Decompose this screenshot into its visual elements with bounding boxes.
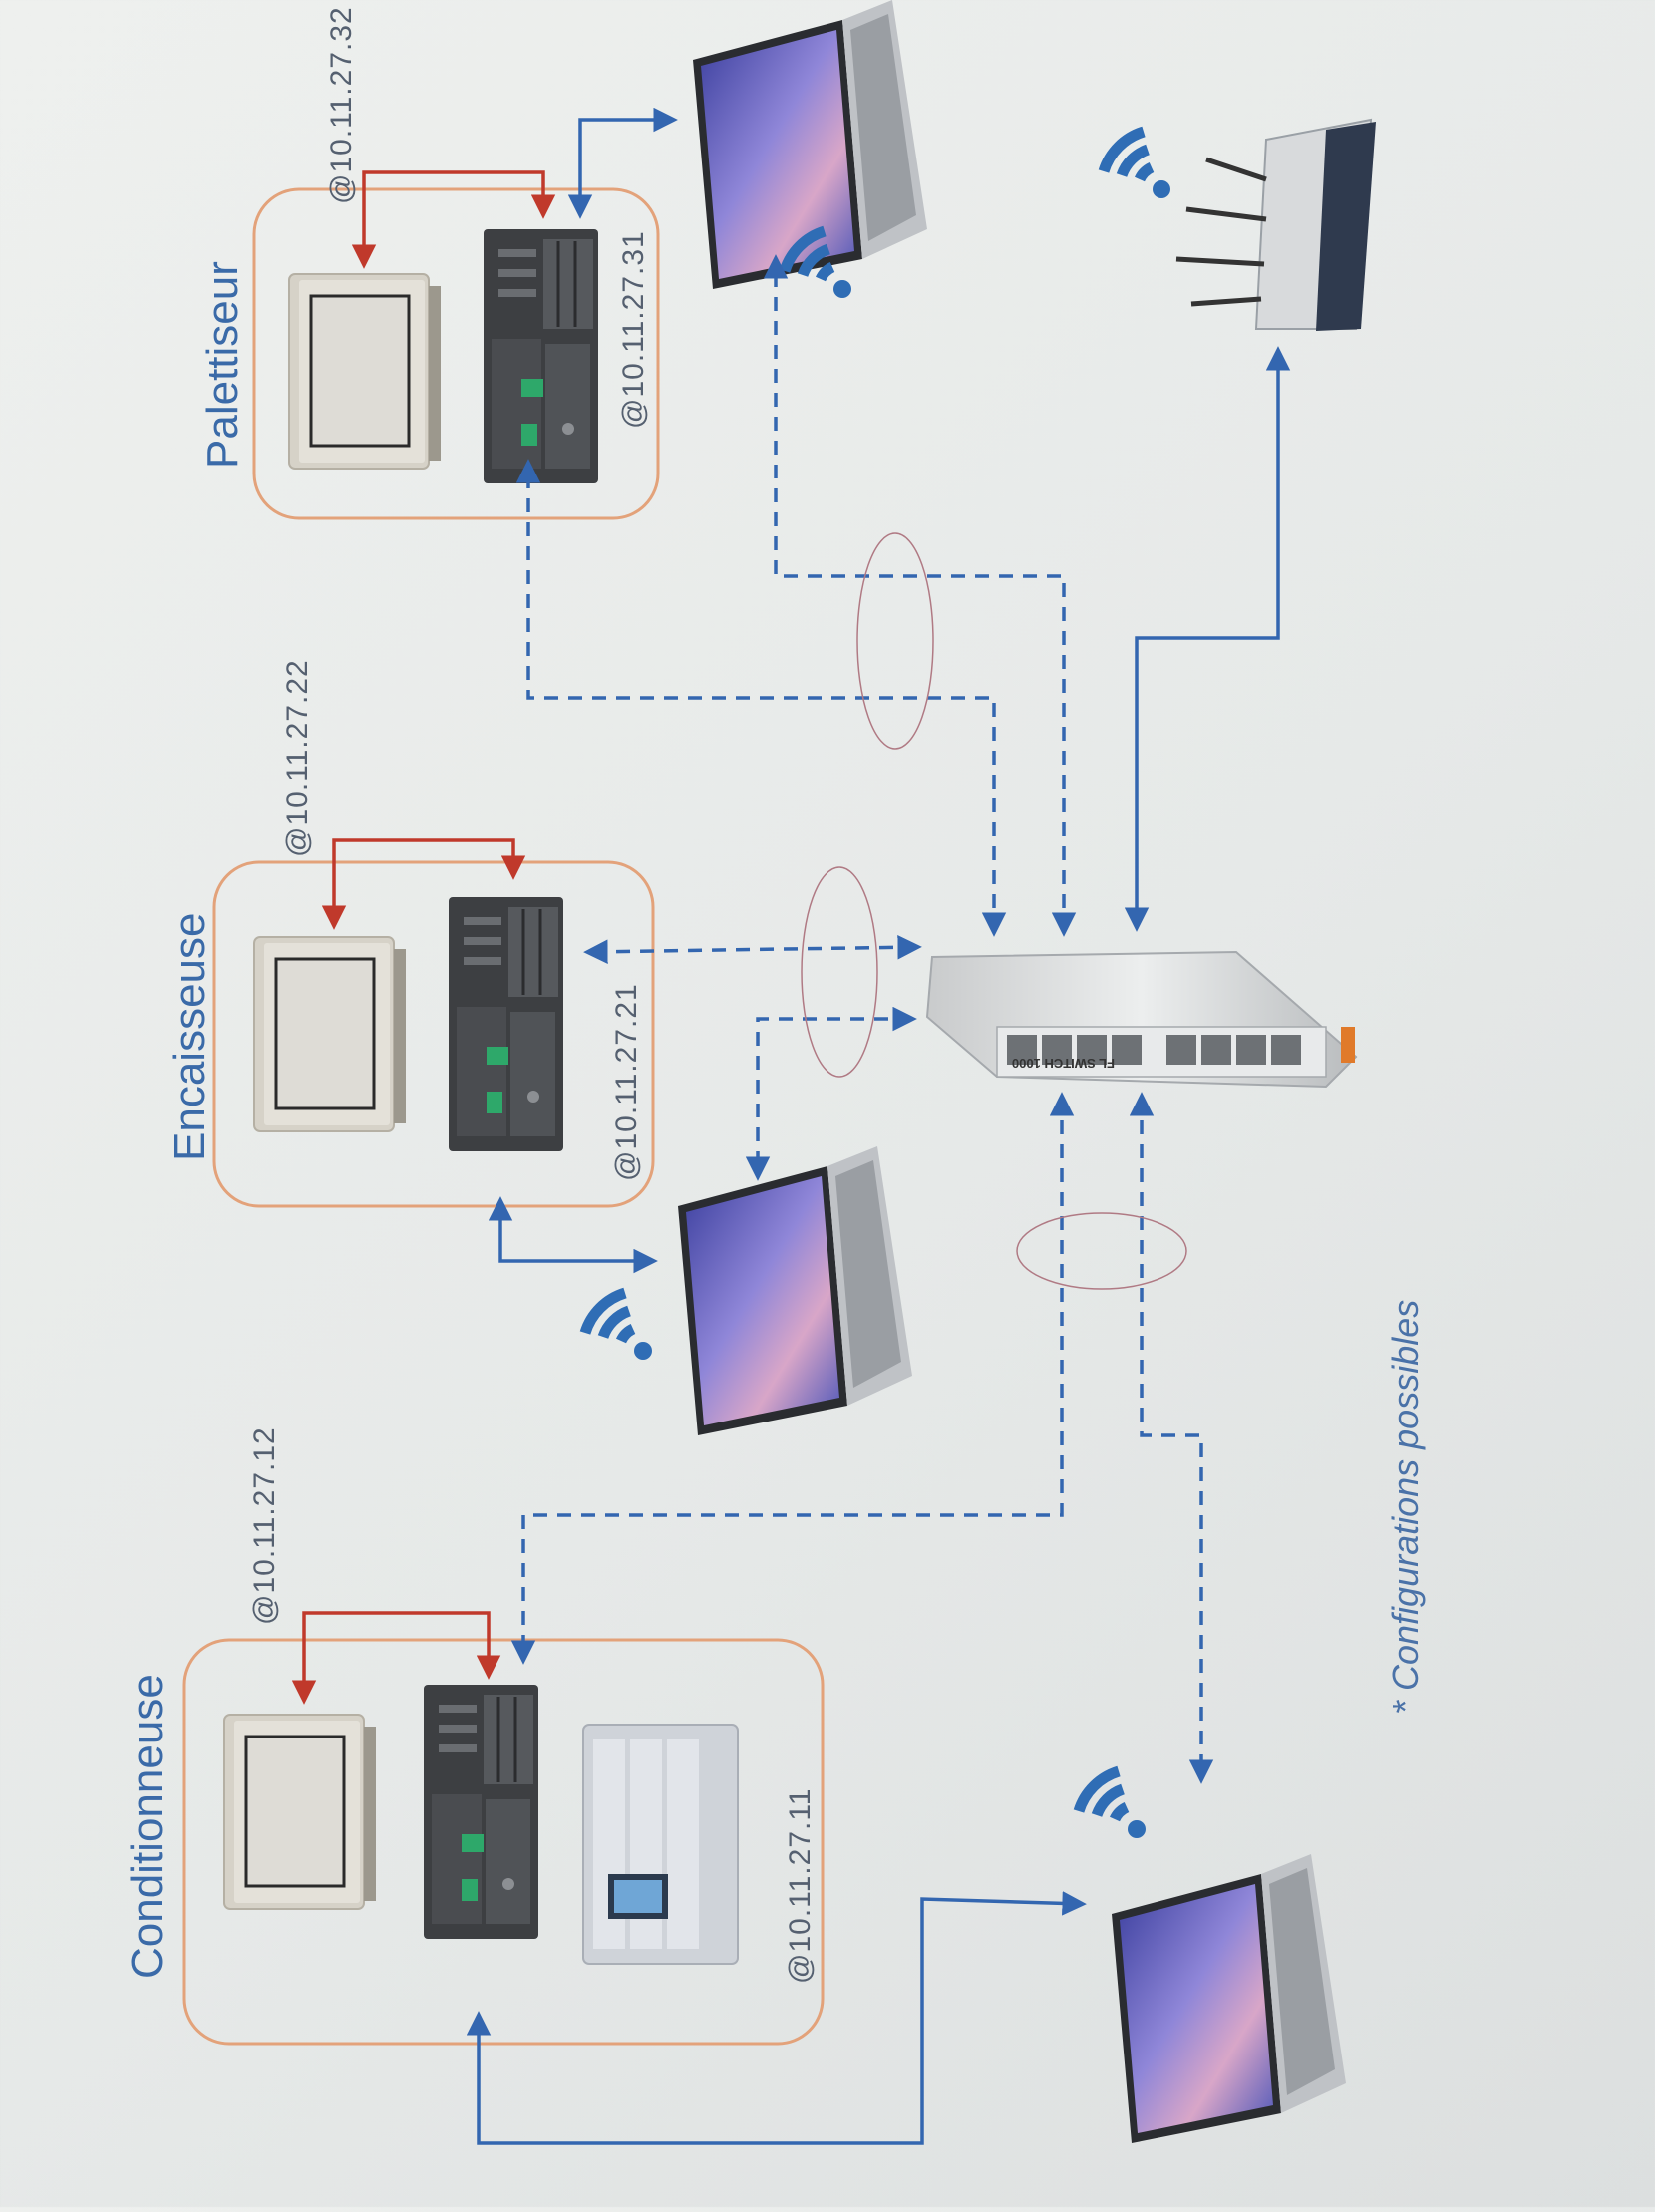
dashed-link-switch-laptop-encaisseuse — [745, 1006, 917, 1181]
station-title-palettiseur: Palettiseur — [198, 261, 247, 469]
station-frame-palettiseur — [252, 187, 660, 520]
hmi-plc-link-palettiseur — [351, 170, 556, 269]
hmi-panel-icon — [222, 1713, 378, 1911]
configurations-note: * Configurations possibles — [1385, 1300, 1426, 1715]
switch-label: FL SWITCH 1000 — [1012, 1056, 1115, 1071]
hmi-plc-link-conditionneuse — [291, 1611, 501, 1705]
link-laptop-plc-encaisseuse — [488, 1196, 658, 1274]
io-module-icon — [582, 1724, 739, 1965]
network-switch-icon — [925, 950, 1358, 1089]
laptop-icon — [693, 0, 927, 289]
station-ip-plc-palettiseur: @10.11.27.31 — [617, 230, 650, 429]
plc-rack-icon — [482, 227, 600, 485]
station-ip-hmi-palettiseur: @10.11.27.32 — [325, 6, 358, 204]
wifi-icon — [1104, 132, 1170, 198]
dashed-link-switch-plc-palettiseur — [515, 459, 1007, 937]
laptop-icon — [1112, 1854, 1346, 2143]
station-frame-conditionneuse — [182, 1638, 825, 2046]
station-ip-hmi-conditionneuse: @10.11.27.12 — [248, 1426, 281, 1625]
link-group-ellipse — [801, 866, 878, 1078]
plc-rack-icon — [447, 895, 565, 1153]
station-title-conditionneuse: Conditionneuse — [123, 1674, 171, 1979]
dashed-link-switch-plc-conditionneuse — [510, 1092, 1075, 1665]
station-ip-hmi-encaisseuse: @10.11.27.22 — [281, 659, 314, 857]
hmi-plc-link-encaisseuse — [321, 838, 526, 930]
hmi-panel-icon — [287, 272, 443, 471]
link-switch-router — [1124, 346, 1291, 932]
station-title-encaisseuse: Encaisseuse — [166, 913, 214, 1161]
dashed-link-switch-laptop-palettiseur — [763, 254, 1077, 937]
dashed-link-switch-laptop-conditionneuse — [1129, 1092, 1214, 1784]
station-ip-plc-encaisseuse: @10.11.27.21 — [610, 983, 643, 1181]
link-group-ellipse — [856, 532, 934, 750]
plc-rack-icon — [422, 1683, 540, 1941]
link-laptop-plc-palettiseur — [567, 107, 678, 219]
laptop-icon — [678, 1146, 912, 1435]
wifi-router-icon — [1175, 118, 1376, 331]
link-group-ellipse — [1016, 1212, 1187, 1290]
link-laptop-plc-conditionneuse — [466, 1891, 1087, 2145]
wifi-icon — [1079, 1771, 1146, 1838]
station-ip-plc-conditionneuse: @10.11.27.11 — [784, 1788, 817, 1984]
dashed-link-switch-plc-encaisseuse — [583, 935, 922, 964]
hmi-panel-icon — [252, 935, 408, 1133]
wifi-icon — [585, 1293, 652, 1360]
